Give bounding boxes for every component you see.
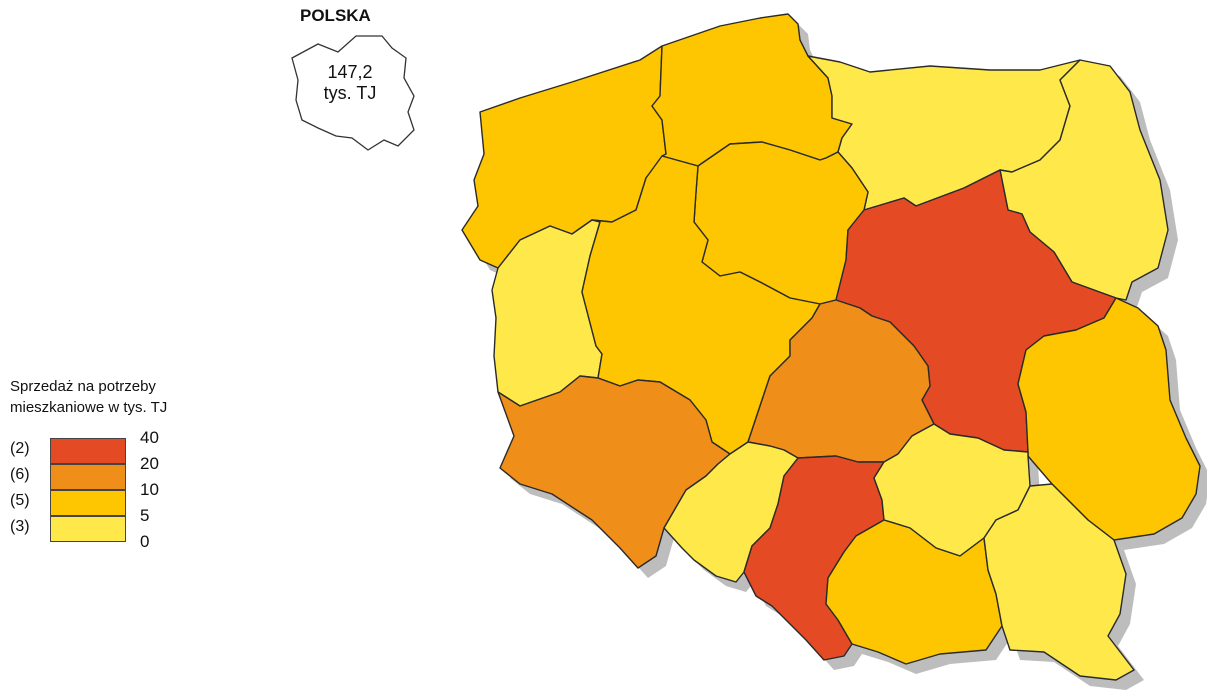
legend-title-line2: mieszkaniowe w tys. TJ (10, 399, 168, 416)
legend-tick-label: 5 (140, 506, 150, 525)
legend-swatch (50, 438, 126, 464)
legend-swatch (50, 464, 126, 490)
inset-value-unit: tys. TJ (323, 83, 377, 103)
legend-title-line1: Sprzedaż na potrzeby (10, 378, 156, 395)
region-malopolskie (825, 519, 1003, 665)
poland-inset-outline (291, 35, 415, 151)
legend-tick-label: 40 (140, 428, 159, 447)
region-podkarpackie (983, 483, 1135, 681)
inset-value-number: 147,2 (327, 62, 373, 82)
inset-title: POLSKA (300, 6, 371, 25)
legend-count: (5) (10, 492, 30, 509)
inset-total-value: 147,2 tys. TJ (300, 62, 400, 104)
legend-swatch (50, 490, 126, 516)
legend-tick-label: 0 (140, 532, 150, 551)
voivodeship-regions (461, 13, 1201, 681)
legend-count: (3) (10, 518, 30, 535)
legend-count: (6) (10, 466, 30, 483)
legend-swatch (50, 516, 126, 542)
legend-tick-label: 10 (140, 480, 159, 499)
legend-count: (2) (10, 440, 30, 457)
legend-title: Sprzedaż na potrzeby mieszkaniowe w tys.… (10, 376, 167, 418)
legend-tick-label: 20 (140, 454, 159, 473)
